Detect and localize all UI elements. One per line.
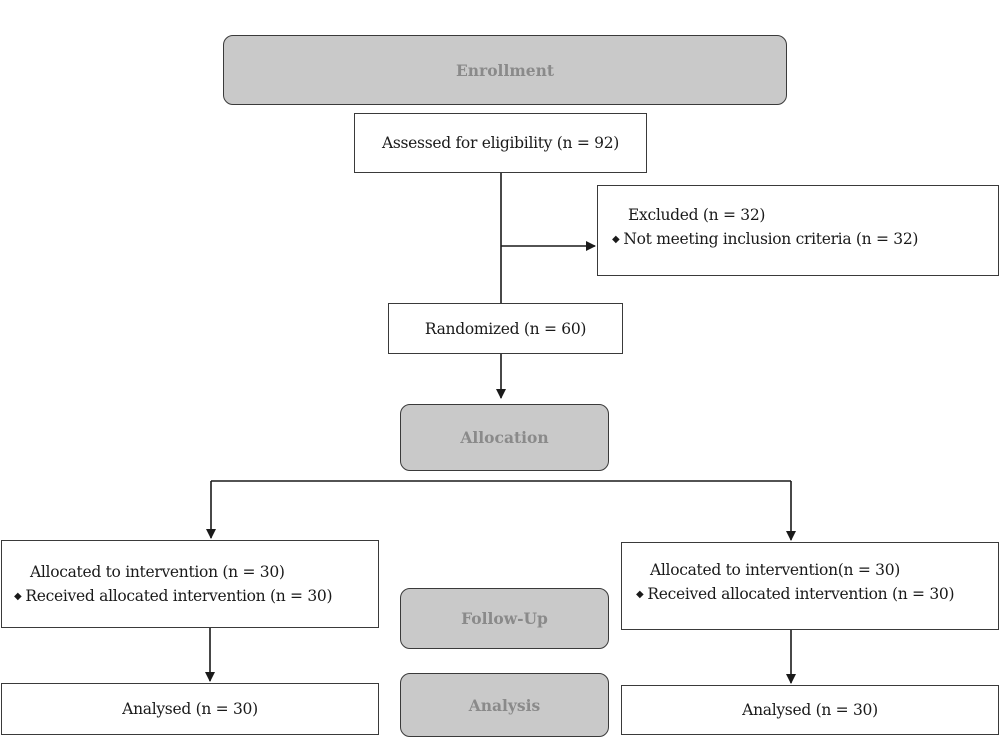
stage-enrollment: Enrollment: [223, 35, 787, 105]
bullet-icon: ◆: [612, 234, 620, 245]
stage-analysis-label: Analysis: [468, 695, 541, 715]
right-allocated-text: Allocated to intervention(n = 30): [650, 561, 901, 579]
assessed-text: Assessed for eligibility (n = 92): [381, 134, 620, 152]
right-received-text: Received allocated intervention (n = 30): [647, 585, 955, 603]
randomized-box: Randomized (n = 60): [388, 303, 623, 354]
stage-allocation-label: Allocation: [460, 428, 549, 447]
stage-enrollment-label: Enrollment: [455, 60, 555, 80]
stage-analysis: Analysis: [400, 673, 609, 737]
left-analysed-box: Analysed (n = 30): [1, 683, 379, 735]
stage-follow-up-label: Follow-Up: [461, 609, 548, 628]
left-received-item: ◆Received allocated intervention (n = 30…: [14, 584, 378, 609]
excluded-title: Excluded (n = 32): [628, 206, 766, 224]
left-analysed-text: Analysed (n = 30): [122, 700, 258, 718]
right-allocation-box: Allocated to intervention(n = 30) ◆Recei…: [621, 542, 999, 630]
left-allocated-text: Allocated to intervention (n = 30): [30, 563, 285, 581]
bullet-icon: ◆: [636, 589, 644, 600]
right-analysed-text: Analysed (n = 30): [742, 701, 878, 719]
right-received-item: ◆Received allocated intervention (n = 30…: [636, 582, 998, 607]
randomized-text: Randomized (n = 60): [424, 319, 587, 338]
bullet-icon: ◆: [14, 591, 22, 602]
left-allocation-box: Allocated to intervention (n = 30) ◆Rece…: [1, 540, 379, 628]
assessed-box: Assessed for eligibility (n = 92): [354, 113, 647, 173]
excluded-box: Excluded (n = 32) ◆Not meeting inclusion…: [597, 185, 999, 276]
stage-allocation: Allocation: [400, 404, 609, 471]
excluded-reason: Not meeting inclusion criteria (n = 32): [623, 230, 919, 248]
left-received-text: Received allocated intervention (n = 30): [25, 587, 333, 605]
stage-follow-up: Follow-Up: [400, 588, 609, 649]
excluded-reason-item: ◆Not meeting inclusion criteria (n = 32): [612, 227, 998, 252]
right-analysed-box: Analysed (n = 30): [621, 685, 999, 735]
